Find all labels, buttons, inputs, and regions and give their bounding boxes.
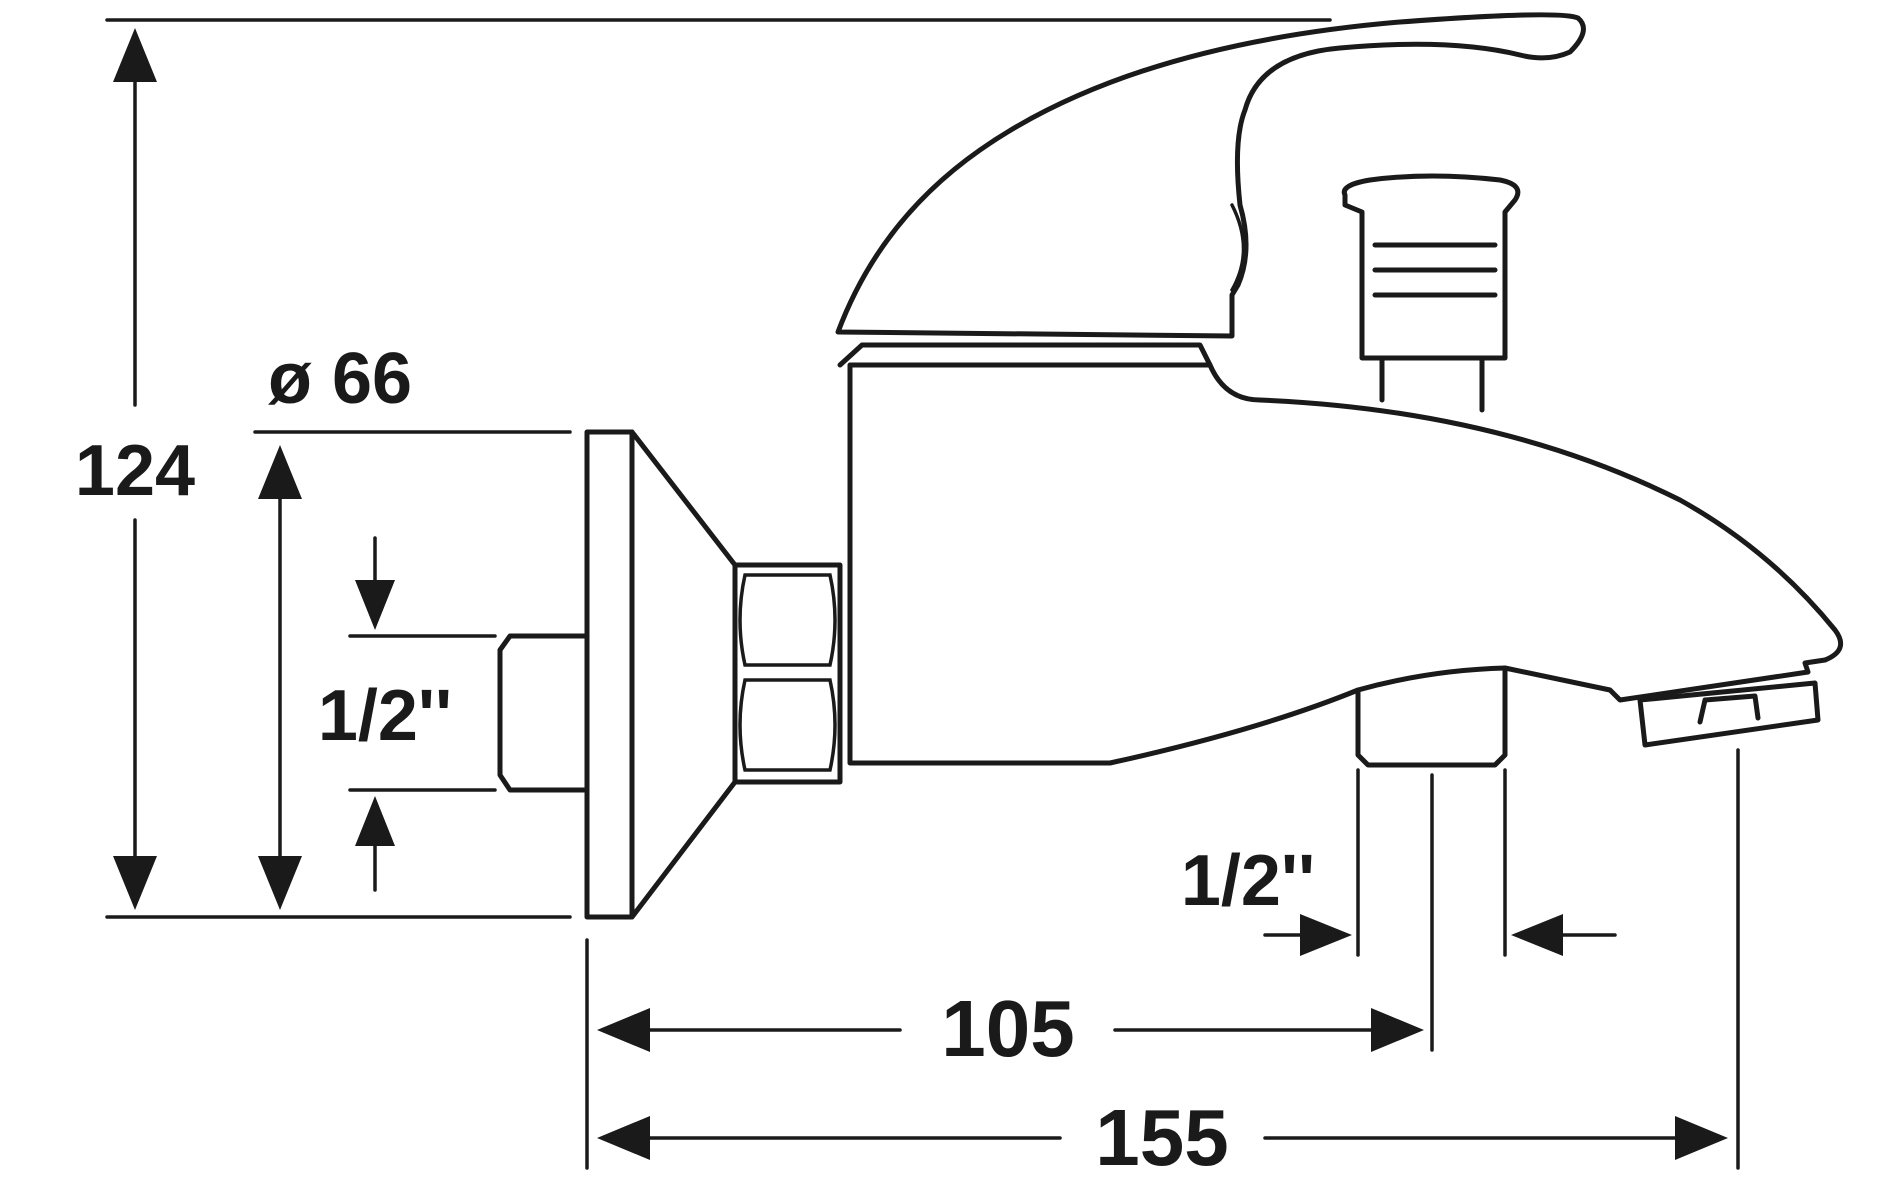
distance-155-arrow-left [597, 1116, 650, 1160]
inlet-thread-label: 1/2'' [318, 676, 452, 756]
distance-105-arrow-right [1371, 1008, 1424, 1052]
inlet-arrow-bottom [355, 796, 395, 846]
outlet-arrow-left [1300, 914, 1352, 956]
outlet-thread-label: 1/2'' [1181, 841, 1315, 921]
distance-155-label: 155 [1095, 1093, 1228, 1182]
inlet-arrow-top [355, 580, 395, 630]
distance-105-label: 105 [941, 984, 1074, 1073]
mixer-body [847, 362, 1844, 768]
hex-nut-facets [738, 573, 837, 772]
aerator [1637, 680, 1821, 748]
flange-taper [629, 429, 738, 920]
height-label: 124 [75, 431, 195, 511]
inlet-nipple [497, 633, 590, 793]
faucet-outline [497, 12, 1844, 920]
outlet-arrow-right [1511, 914, 1563, 956]
flange-diameter-label: ø 66 [268, 339, 412, 419]
wall-flange [584, 429, 635, 920]
flange-arrow-bottom [258, 856, 302, 910]
hex-nut [732, 562, 843, 785]
diverter-knob [1341, 173, 1521, 413]
height-arrow-bottom [113, 856, 157, 910]
dimension-lines [105, 18, 1740, 1170]
flange-arrow-top [258, 445, 302, 499]
dimension-labels: 124 ø 66 1/2'' 1/2'' 105 155 [75, 339, 1315, 1182]
height-arrow-top [113, 28, 157, 82]
outlet-nipple [1355, 665, 1508, 693]
lever-handle [835, 12, 1586, 339]
lever-side-detail [1230, 203, 1246, 292]
cartridge-collar [837, 342, 1213, 368]
distance-155-arrow-right [1675, 1116, 1728, 1160]
distance-105-arrow-left [597, 1008, 650, 1052]
